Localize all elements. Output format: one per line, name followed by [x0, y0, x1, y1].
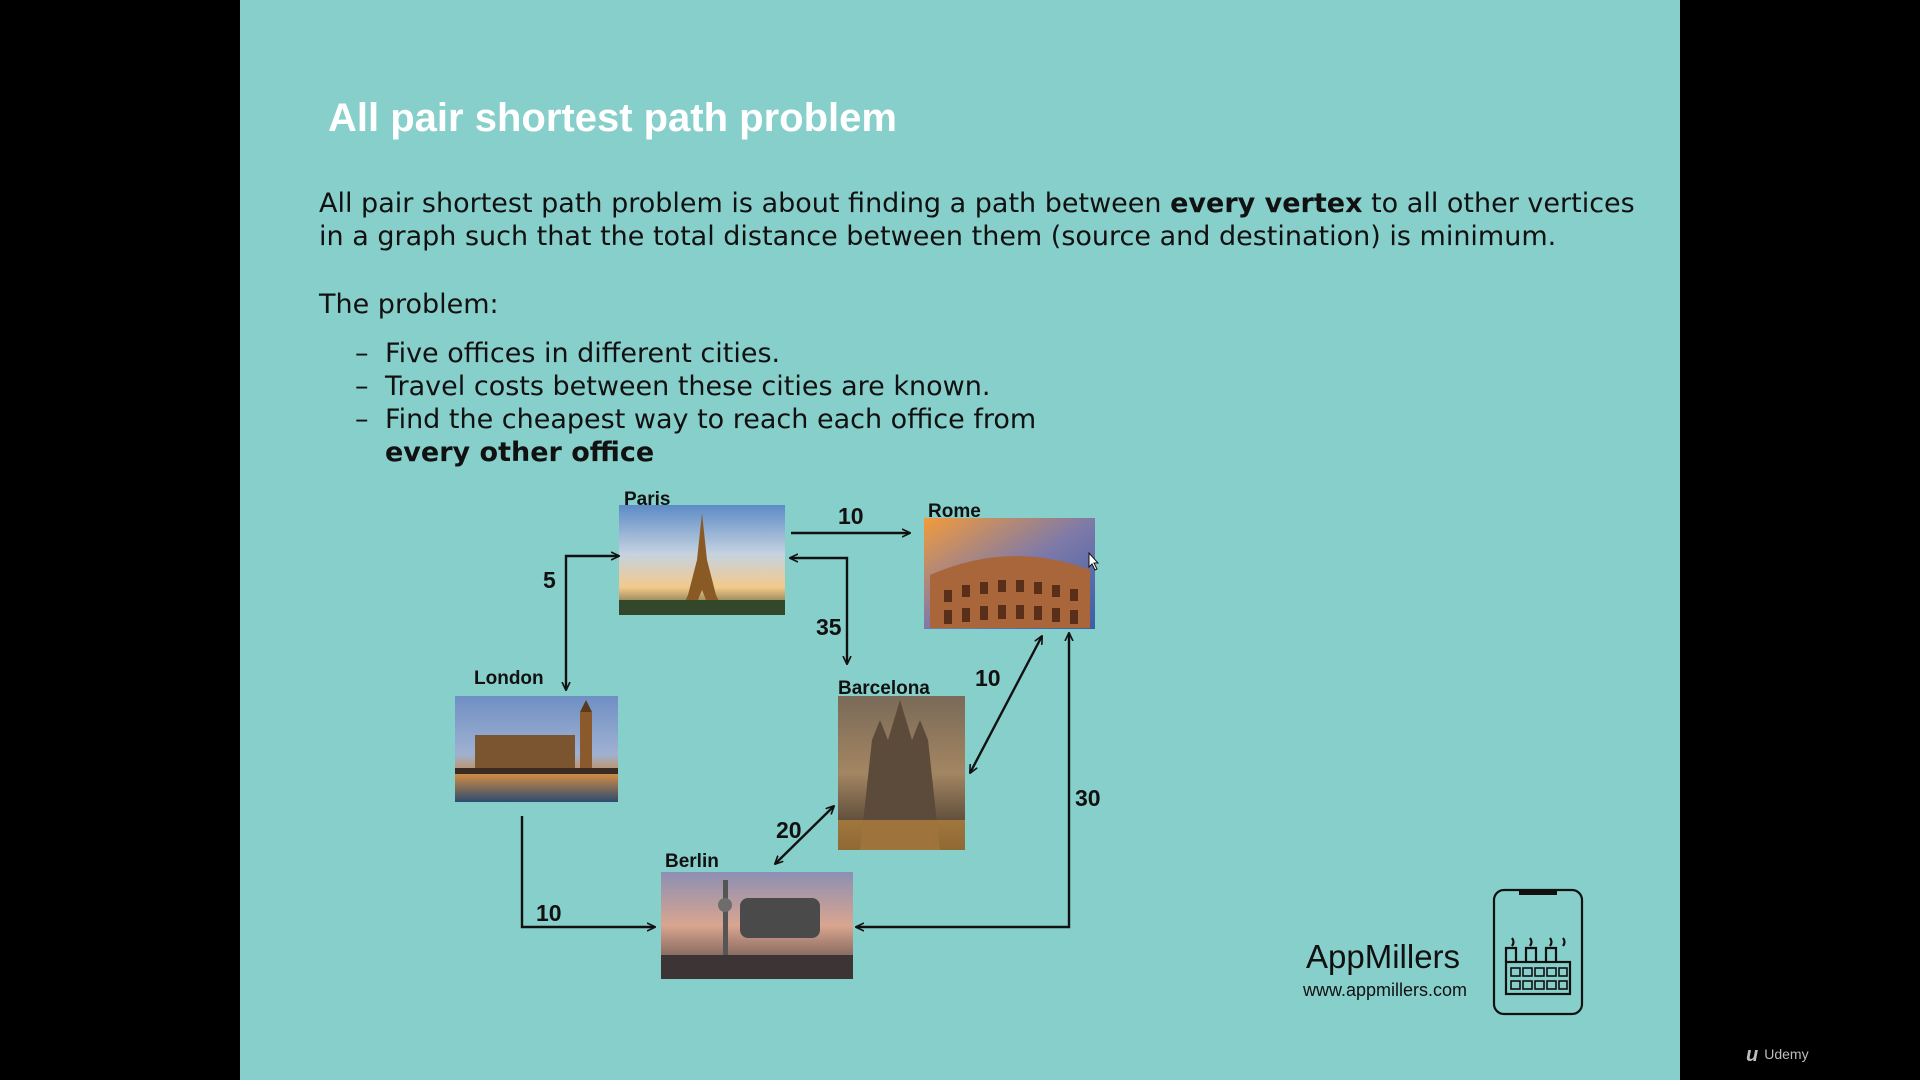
city-label-berlin: Berlin	[665, 851, 719, 872]
edge-paris-london	[566, 556, 619, 690]
london-image	[455, 696, 618, 802]
edge-weight: 10	[975, 665, 1001, 691]
bullet-text: Travel costs between these cities are kn…	[385, 371, 991, 402]
edge-berlin-rome	[856, 633, 1069, 927]
edge-london-berlin	[520, 816, 655, 927]
udemy-watermark: u Udemy	[1746, 1044, 1809, 1067]
brand-url: www.appmillers.com	[1303, 980, 1468, 1000]
bullet-dash: –	[355, 371, 369, 402]
bullet-text: Find the cheapest way to reach each offi…	[385, 404, 1037, 435]
bullet-dash: –	[355, 338, 369, 369]
mouse-cursor-icon	[1088, 551, 1100, 571]
bullet-text: Five offices in different cities.	[385, 338, 781, 369]
edge-weight: 20	[776, 817, 802, 843]
edge-weight: 35	[816, 614, 842, 640]
barcelona-image	[838, 696, 965, 850]
udemy-watermark-text: Udemy	[1764, 1046, 1809, 1062]
edge-paris-barcelona	[790, 558, 847, 664]
problem-heading: The problem:	[319, 289, 499, 320]
brand-name: AppMillers	[1306, 938, 1461, 975]
slide-title: All pair shortest path problem	[328, 96, 897, 140]
rome-image	[924, 518, 1095, 629]
city-label-rome: Rome	[928, 501, 981, 522]
city-label-london: London	[474, 668, 544, 689]
intro-paragraph: All pair shortest path problem is about …	[319, 187, 1659, 253]
edge-berlin-barcelona	[775, 806, 834, 864]
edge-weight: 5	[543, 567, 556, 593]
list-item: –Five offices in different cities.	[355, 337, 1036, 370]
city-label-barcelona: Barcelona	[838, 678, 930, 699]
edge-weight: 30	[1075, 785, 1101, 811]
edge-barcelona-rome	[970, 636, 1042, 773]
intro-text-1: All pair shortest path problem is about …	[319, 188, 1171, 219]
bullet-continuation: every other office	[385, 437, 655, 468]
intro-bold-text: every vertex	[1170, 188, 1363, 219]
intro-text-2: to all other vertices in a graph such th…	[319, 188, 1635, 252]
list-item: –Travel costs between these cities are k…	[355, 370, 1036, 403]
bullet-dash: –	[355, 404, 369, 435]
edge-weight: 10	[838, 503, 864, 529]
berlin-image	[661, 872, 853, 979]
problem-list: –Five offices in different cities. –Trav…	[355, 337, 1036, 469]
edge-weight: 10	[536, 900, 562, 926]
udemy-logo-icon: u	[1746, 1044, 1759, 1066]
factory-phone-icon	[1492, 888, 1584, 1016]
list-item: –Find the cheapest way to reach each off…	[355, 403, 1036, 469]
city-label-paris: Paris	[624, 489, 670, 510]
paris-image	[619, 505, 785, 615]
